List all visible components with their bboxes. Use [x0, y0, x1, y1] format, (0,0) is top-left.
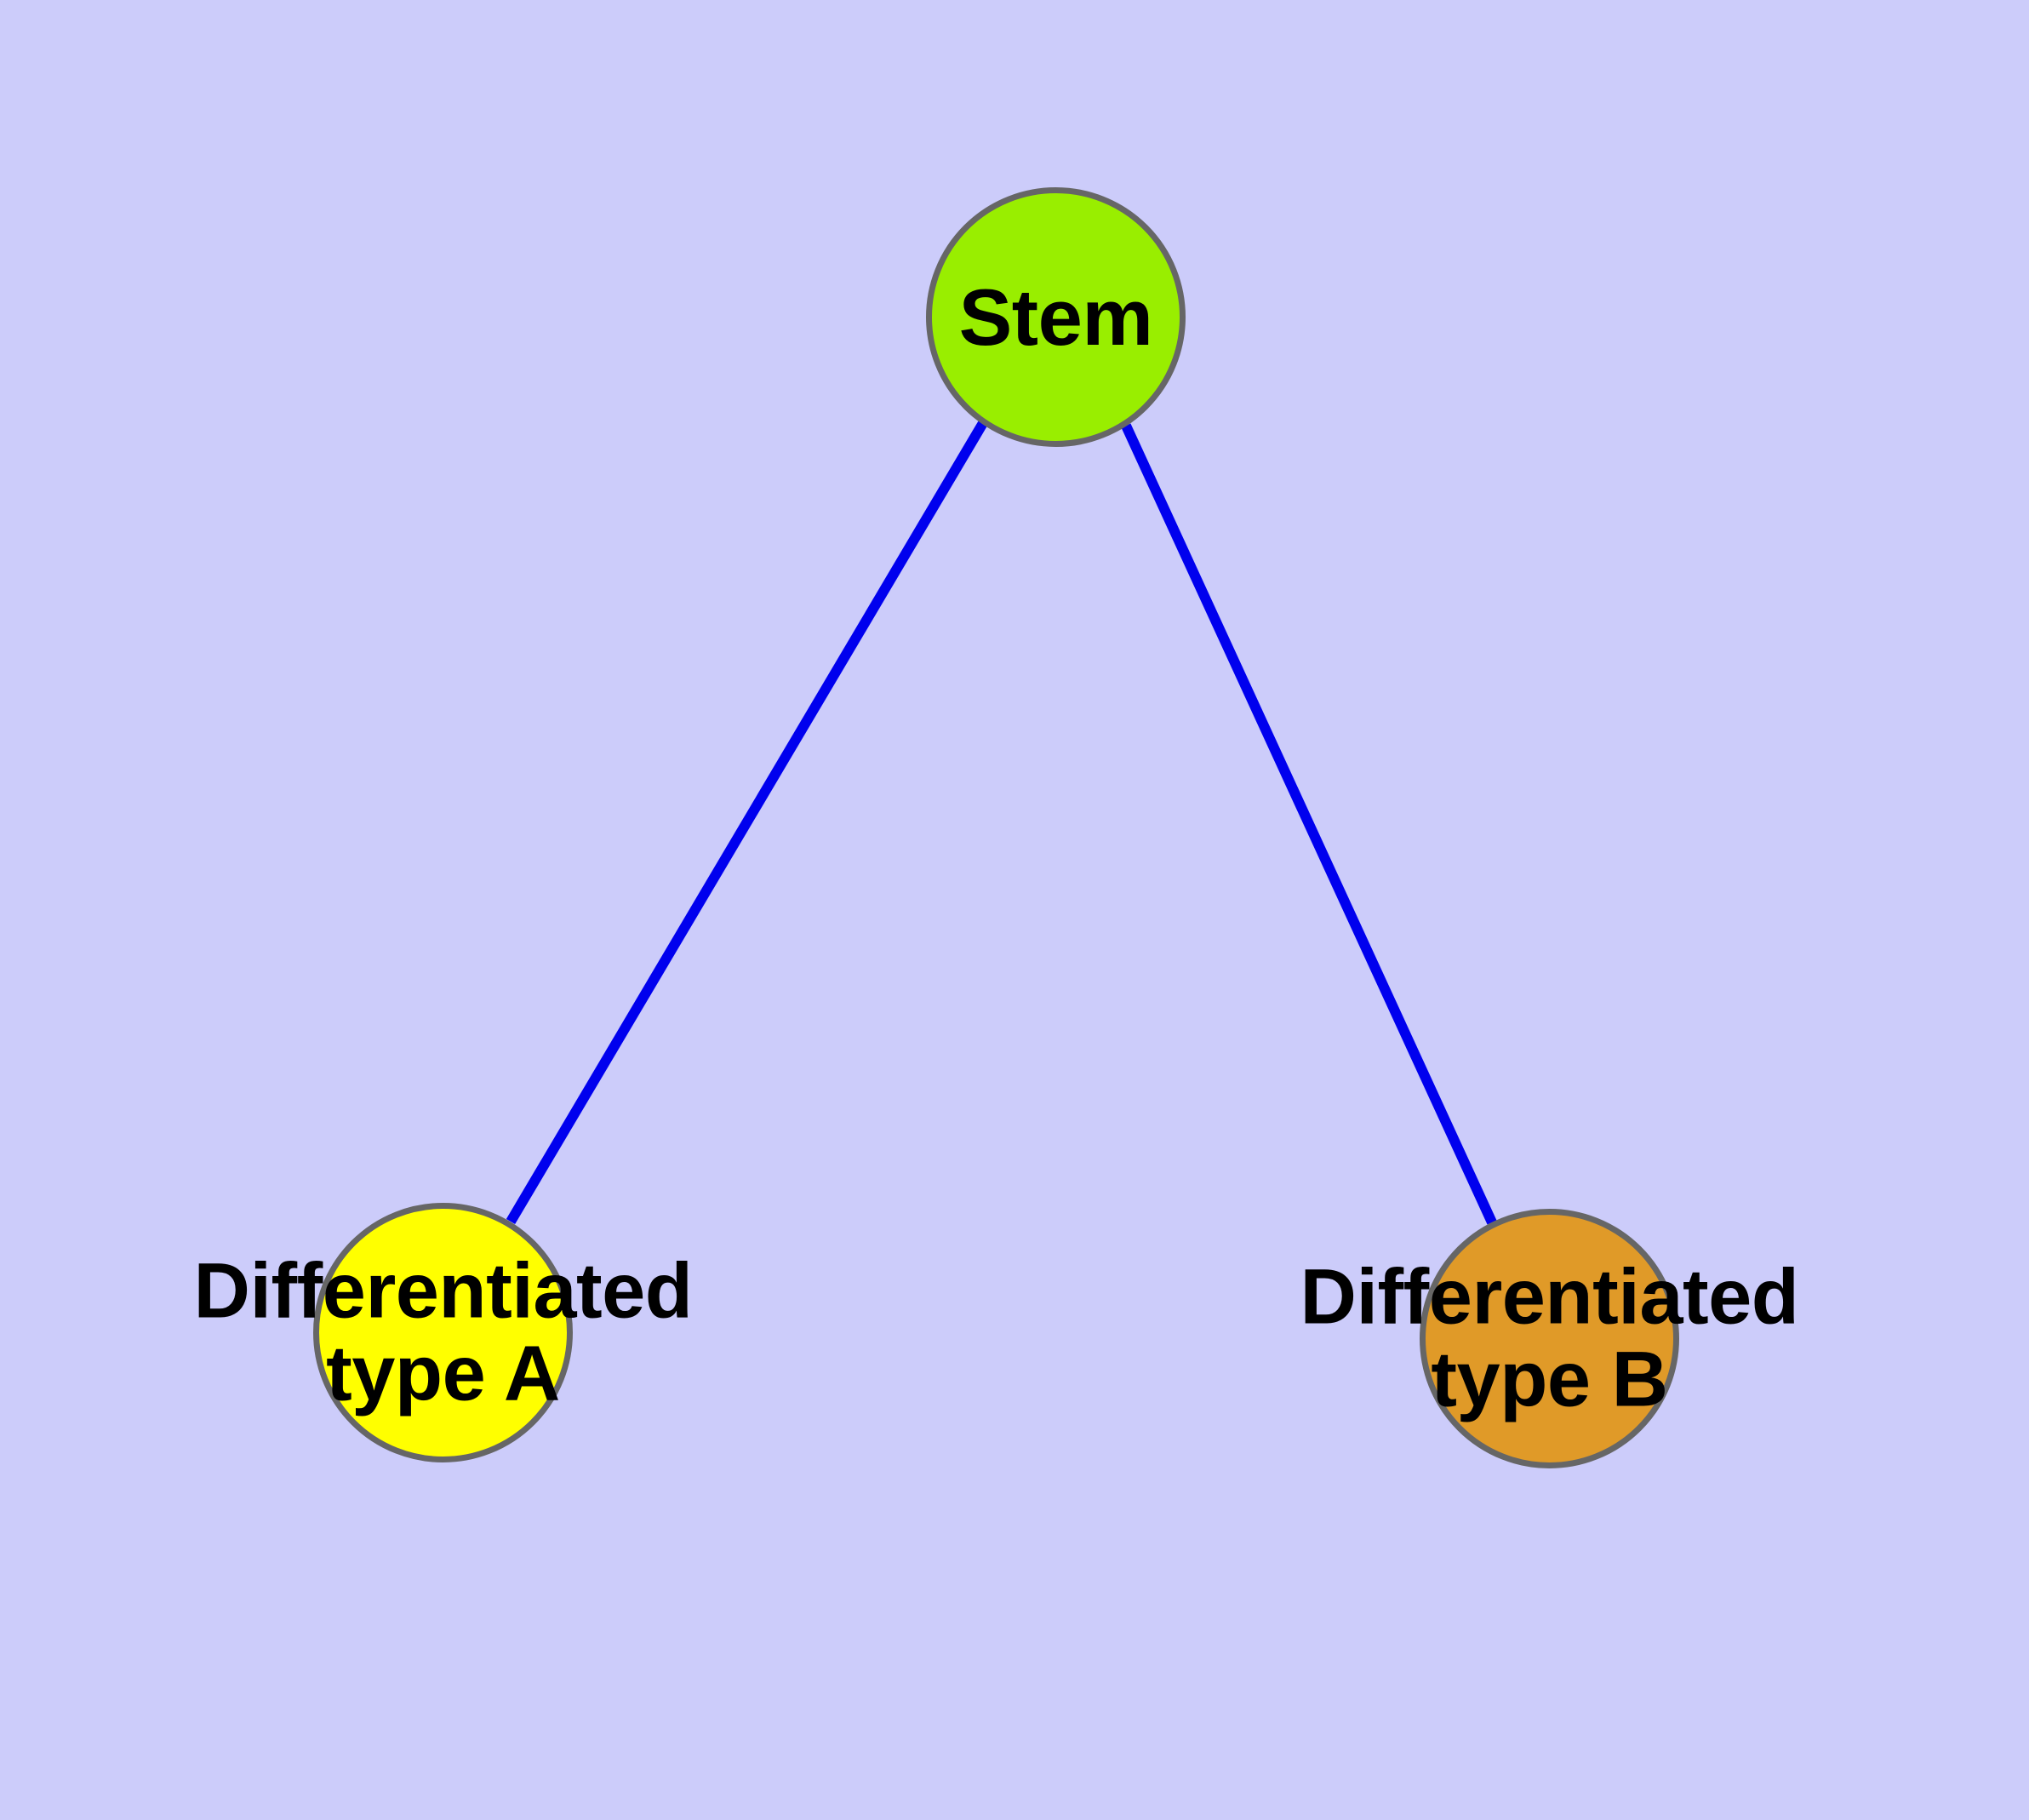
node-stem-label: Stem: [958, 272, 1153, 362]
node-stem[interactable]: Stem: [926, 187, 1186, 447]
node-differentiated-type-b[interactable]: Differentiated type B: [1300, 1209, 1799, 1468]
node-differentiated-type-b-label: Differentiated type B: [1300, 1252, 1799, 1423]
edge-stem-to-differentiated-b[interactable]: [1121, 423, 1497, 1225]
edge-stem-to-differentiated-a[interactable]: [506, 420, 988, 1225]
node-differentiated-type-a-label: Differentiated type A: [193, 1246, 693, 1417]
node-differentiated-type-a[interactable]: Differentiated type A: [194, 1203, 693, 1462]
